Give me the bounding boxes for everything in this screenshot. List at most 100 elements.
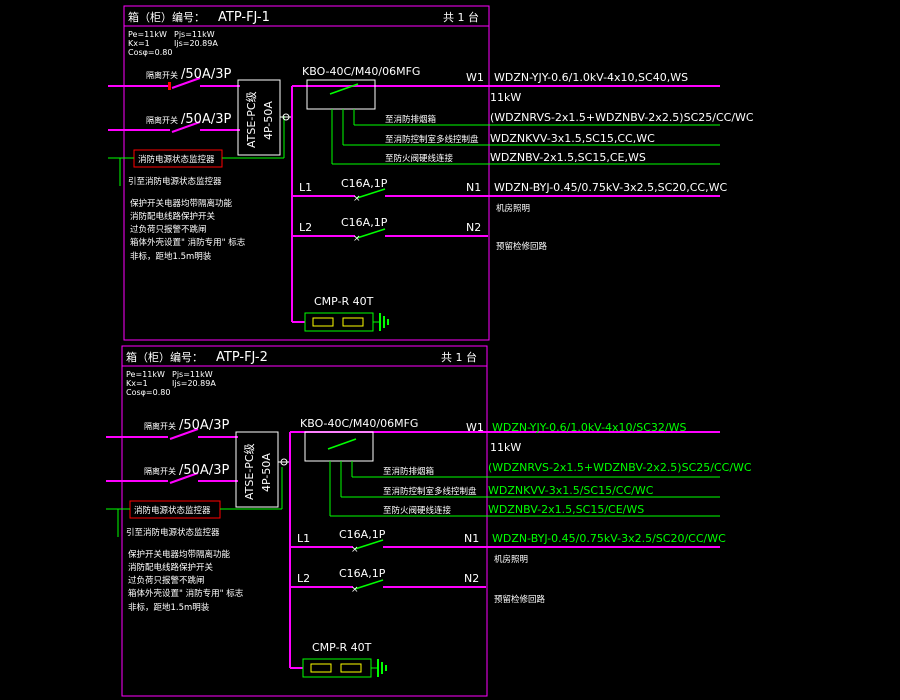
- panel-2-kbo-contact: [327, 438, 357, 450]
- panel-1-count: 共 1 台: [443, 10, 479, 24]
- panel-1-incoming-1-red-mark: [168, 82, 171, 90]
- panel-1-incoming-1-switch: [171, 77, 201, 89]
- panel-1: 箱（柜）编号： ATP-FJ-1 共 1 台 Pe=11kW Pjs=11kW …: [108, 5, 754, 341]
- panel-1-l1: L1: [299, 181, 312, 194]
- panel-1-terminal: [282, 113, 290, 121]
- panel-2-power: 11kW: [490, 441, 521, 454]
- panel-1-in2-label: 隔离开关: [146, 115, 178, 125]
- panel-1-atse-line1: ATSE-PC级: [245, 91, 258, 148]
- panel-1-spd-label: CMP-R 40T: [314, 295, 374, 308]
- panel-2-ctrl-label: 至消防控制室多线控制盘: [383, 486, 477, 497]
- panel-1-in1-rating: /50A/3P: [181, 67, 231, 82]
- panel-2-l2-brk: C16A,1P: [339, 567, 386, 580]
- panel-2-fire-label: 至防火阀硬线连接: [383, 505, 452, 516]
- panel-1-n1: N1: [466, 181, 481, 194]
- panel-2-note-3: 过负荷只报警不跳闸: [128, 575, 205, 586]
- panel-1-code: ATP-FJ-1: [218, 10, 270, 25]
- panel-1-n2: N2: [466, 221, 481, 234]
- panel-2-kbo-label: KBO-40C/M40/06MFG: [300, 417, 418, 430]
- panel-1-n2-use: 预留检修回路: [496, 241, 548, 252]
- panel-2-n1-use: 机房照明: [494, 554, 528, 565]
- panel-2-n1: N1: [464, 532, 479, 545]
- panel-2-w1-cable: WDZN-YJY-0.6/1.0kV-4x10/SC32/WS: [492, 421, 686, 434]
- panel-2-l1: L1: [297, 532, 310, 545]
- panel-2-fan-label: 至消防排烟箱: [383, 466, 435, 477]
- panel-1-atse-line2: 4P-50A: [262, 101, 275, 140]
- panel-1-monitor-note: 引至消防电源状态监控器: [128, 176, 222, 187]
- panel-2-frame: [121, 345, 488, 697]
- panel-1-fan-label: 至消防排烟箱: [385, 114, 437, 125]
- panel-1-note-1: 保护开关电器均带隔离功能: [130, 198, 233, 209]
- panel-1-kbo-contact: [329, 83, 359, 95]
- panel-1-l2-x: ×: [353, 234, 361, 244]
- panel-2-pe: Pe=11kW: [126, 370, 165, 379]
- panel-2-fire-cable: WDZNBV-2x1.5,SC15/CE/WS: [488, 503, 644, 516]
- panel-2-in1-rating: /50A/3P: [179, 418, 229, 433]
- panel-1-monitor-label: 消防电源状态监控器: [138, 154, 215, 165]
- panel-1-l1-brk: C16A,1P: [341, 177, 388, 190]
- panel-1-note-3: 过负荷只报警不跳闸: [130, 224, 207, 235]
- panel-1-l1-x: ×: [353, 194, 361, 204]
- panel-1-spd-fuse: [312, 317, 334, 327]
- panel-1-l2-brk: C16A,1P: [341, 216, 388, 229]
- panel-2-l1-x: ×: [351, 545, 359, 555]
- panel-1-kbo-label: KBO-40C/M40/06MFG: [302, 65, 420, 78]
- panel-2-l1-brk: C16A,1P: [339, 528, 386, 541]
- panel-2-note-1: 保护开关电器均带隔离功能: [128, 549, 231, 560]
- panel-2-l2: L2: [297, 572, 310, 585]
- panel-1-fan-cable: (WDZNRVS-2x1.5+WDZNBV-2x2.5)SC25/CC/WC: [490, 111, 754, 124]
- panel-1-n1-cable: WDZN-BYJ-0.45/0.75kV-3x2.5,SC20,CC,WC: [494, 181, 727, 194]
- panel-2-in1-label: 隔离开关: [144, 421, 176, 431]
- panel-1-note-2: 消防配电线路保护开关: [130, 211, 216, 222]
- panel-1-l1-breaker: [356, 188, 386, 199]
- panel-2-monitor-note: 引至消防电源状态监控器: [126, 527, 220, 538]
- panel-2-count: 共 1 台: [441, 350, 477, 364]
- panel-2-spd-arrester: [340, 663, 362, 673]
- panel-1-frame: [123, 5, 490, 341]
- panel-1-w1: W1: [466, 71, 484, 84]
- panel-2-spd-label: CMP-R 40T: [312, 641, 372, 654]
- panel-2-header-label: 箱（柜）编号：: [126, 350, 203, 364]
- panel-2-l1-breaker: [354, 539, 384, 550]
- panel-1-kbo-box: [306, 79, 376, 110]
- panel-2-atse-box: [235, 431, 279, 508]
- panel-1-ctrl-cable: WDZNKVV-3x1.5,SC15,CC,WC: [490, 132, 655, 145]
- panel-1-cos: Cosφ=0.80: [128, 48, 172, 57]
- panel-2-fan-cable: (WDZNRVS-2x1.5+WDZNBV-2x2.5)SC25/CC/WC: [488, 461, 752, 474]
- panel-1-l2-breaker: [356, 228, 386, 239]
- panel-2-l2-breaker: [354, 579, 384, 590]
- panel-2-n2: N2: [464, 572, 479, 585]
- panel-1-ijs: Ijs=20.89A: [174, 39, 218, 48]
- panel-2-cos: Cosφ=0.80: [126, 388, 170, 397]
- panel-2-atse-line2: 4P-50A: [260, 453, 273, 492]
- panel-2-in2-label: 隔离开关: [144, 466, 176, 476]
- panel-2-pjs: Pjs=11kW: [172, 370, 213, 379]
- panel-1-l2: L2: [299, 221, 312, 234]
- panel-1-in1-label: 隔离开关: [146, 70, 178, 80]
- panel-1-pjs: Pjs=11kW: [174, 30, 215, 39]
- panel-2-ctrl-cable: WDZNKVV-3x1.5/SC15/CC/WC: [488, 484, 654, 497]
- panel-2-in2-rating: /50A/3P: [179, 463, 229, 478]
- panel-2-ijs: Ijs=20.89A: [172, 379, 216, 388]
- panel-2-monitor-label: 消防电源状态监控器: [134, 505, 211, 516]
- panel-2: 箱（柜）编号： ATP-FJ-2 共 1 台 Pe=11kW Pjs=11kW …: [106, 345, 752, 697]
- panel-2-atse-line1: ATSE-PC级: [243, 443, 256, 500]
- panel-1-n1-use: 机房照明: [496, 203, 530, 214]
- panel-1-kx: Kx=1: [128, 39, 150, 48]
- panel-1-fire-label: 至防火阀硬线连接: [385, 153, 454, 164]
- panel-1-spd-arrester: [342, 317, 364, 327]
- panel-2-spd-fuse: [310, 663, 332, 673]
- panel-2-kbo-box: [304, 431, 374, 462]
- panel-1-fire-cable: WDZNBV-2x1.5,SC15,CE,WS: [490, 151, 646, 164]
- panel-2-incoming-1-switch: [169, 428, 199, 440]
- panel-1-header-label: 箱（柜）编号：: [128, 10, 205, 24]
- panel-2-w1: W1: [466, 421, 484, 434]
- panel-1-pe: Pe=11kW: [128, 30, 167, 39]
- panel-2-l2-x: ×: [351, 585, 359, 595]
- panel-2-kx: Kx=1: [126, 379, 148, 388]
- panel-1-note-5: 非标，距地1.5m明装: [130, 251, 212, 262]
- panel-2-n2-use: 预留检修回路: [494, 594, 546, 605]
- panel-1-note-4: 箱体外壳设置" 消防专用" 标志: [130, 237, 246, 248]
- panel-2-code: ATP-FJ-2: [216, 350, 268, 365]
- panel-1-w1-cable: WDZN-YJY-0.6/1.0kV-4x10,SC40,WS: [494, 71, 688, 84]
